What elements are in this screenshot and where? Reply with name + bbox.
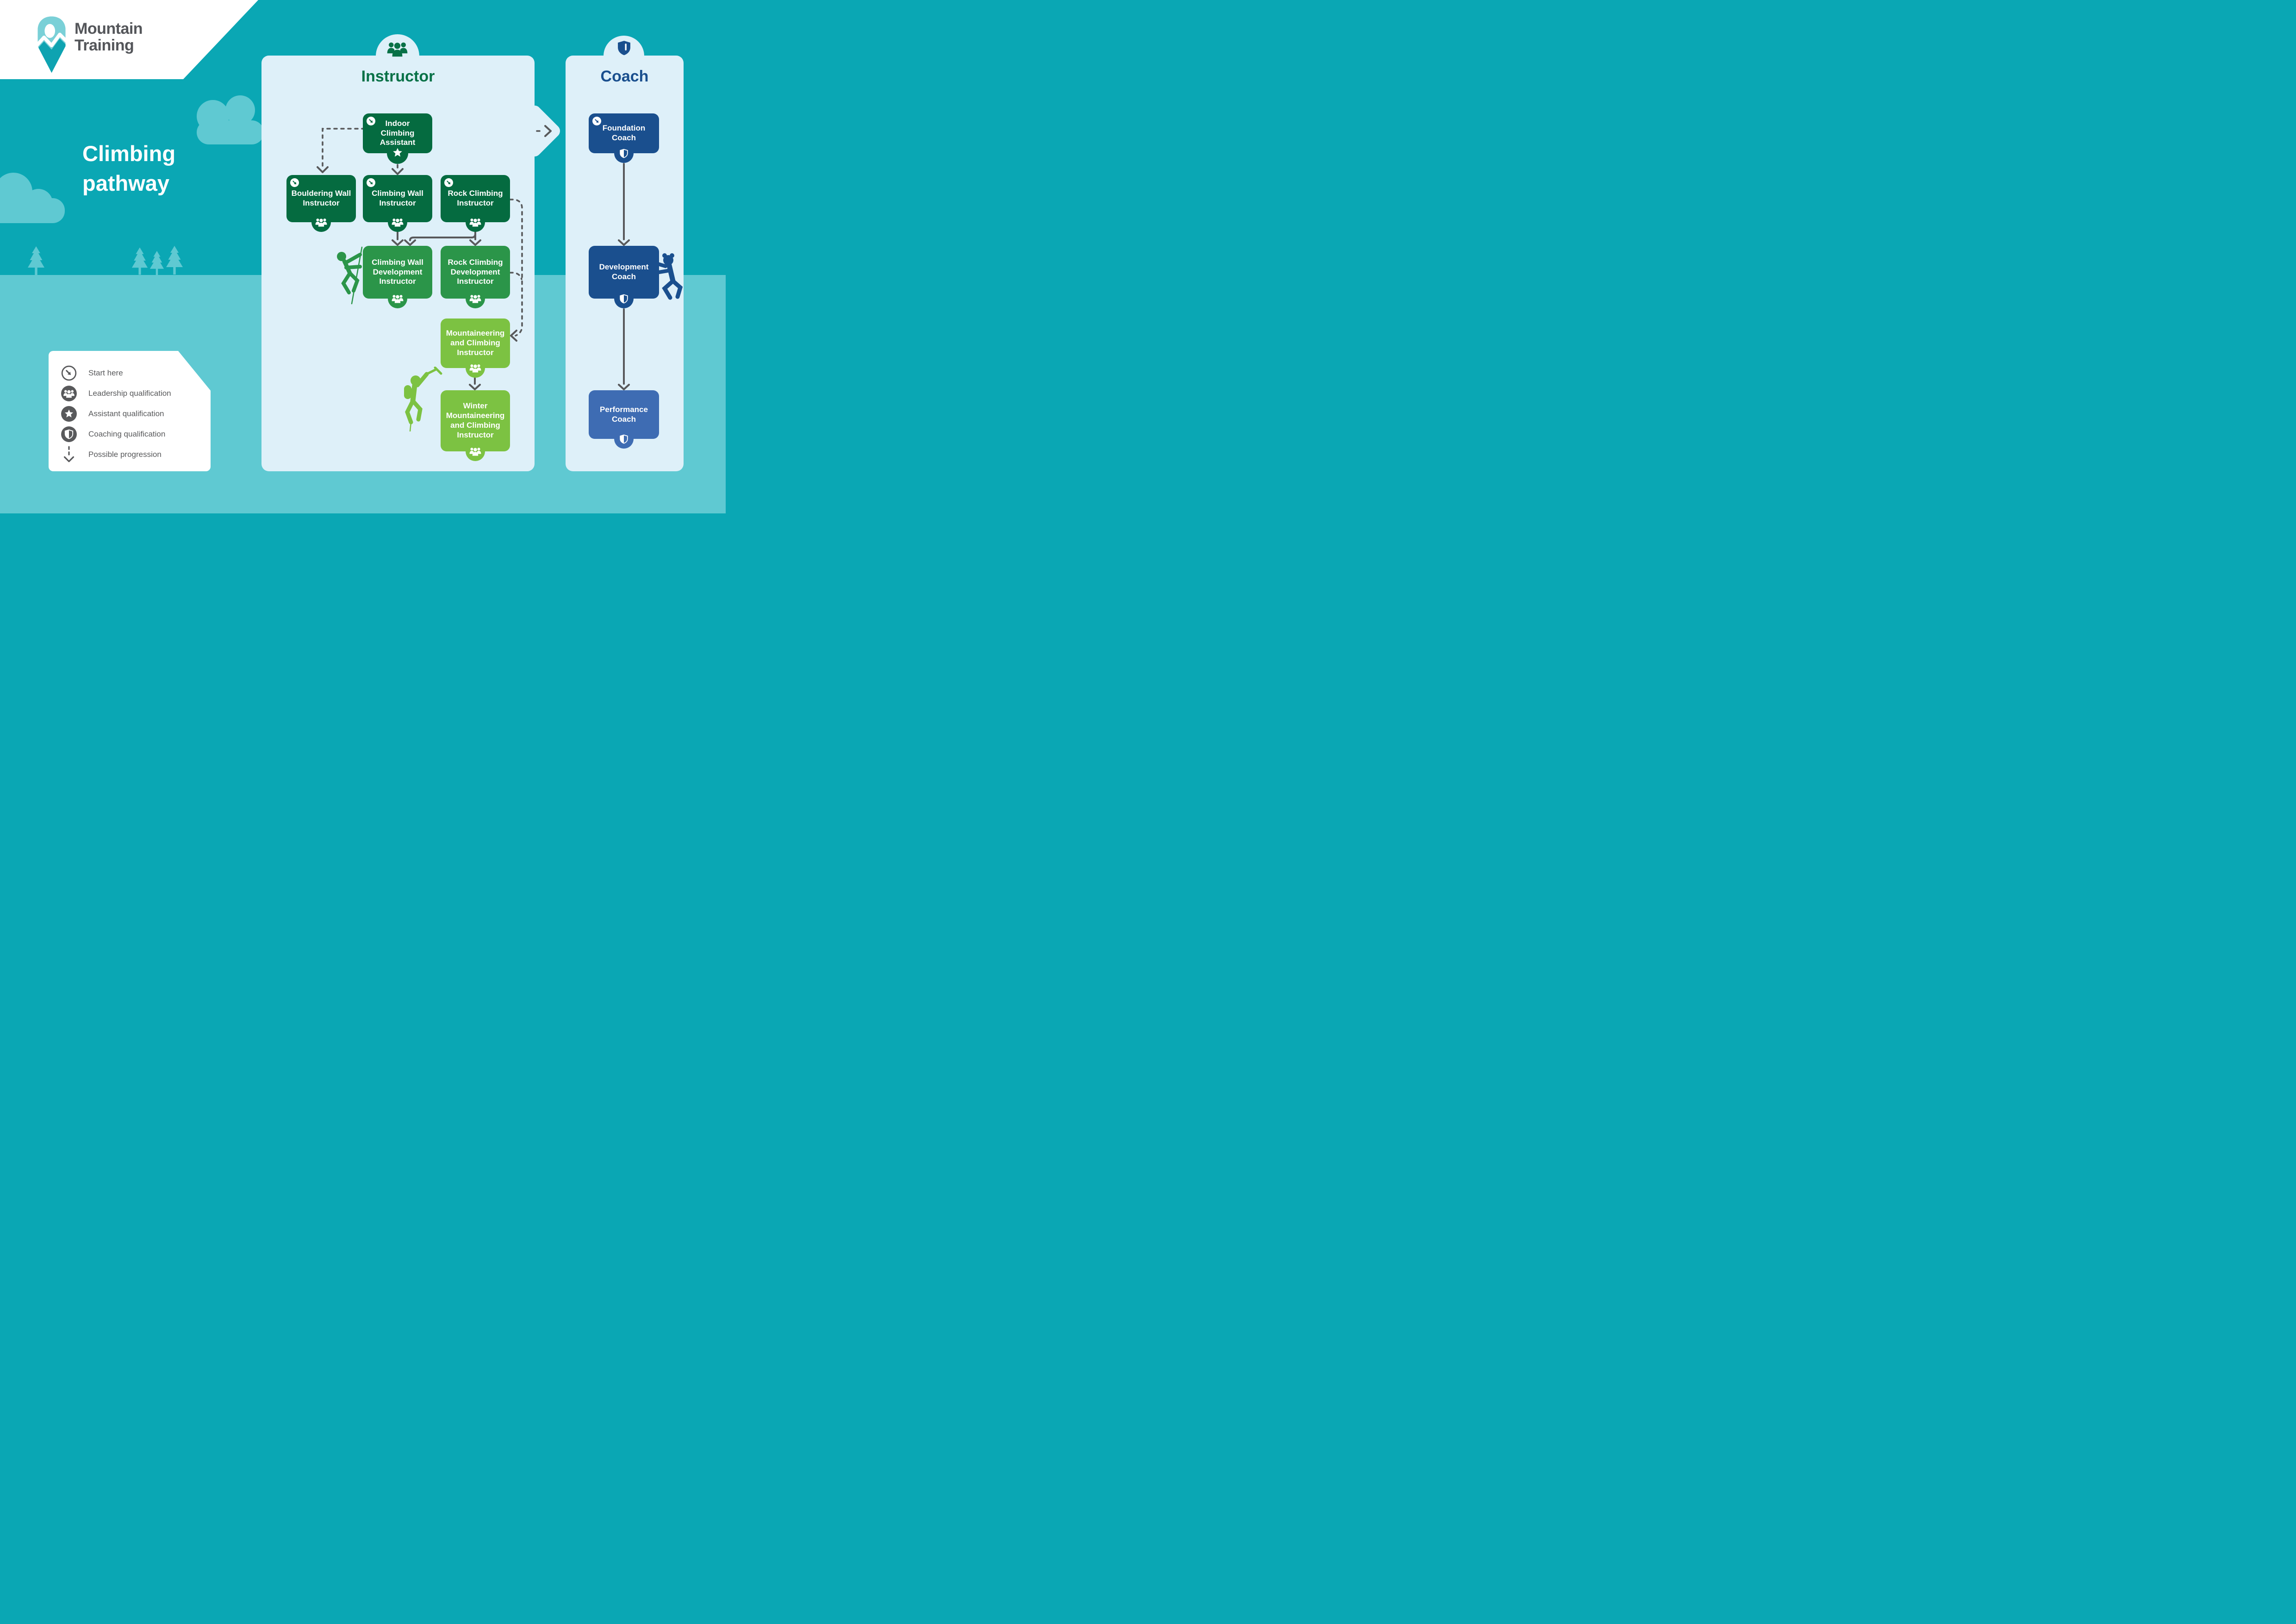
shield-icon <box>620 294 628 304</box>
start-here-badge <box>367 178 375 187</box>
people-icon <box>469 363 482 373</box>
box-label: Climbing Wall Instructor <box>372 189 423 207</box>
climber-figure-icon <box>337 246 363 305</box>
logo-line1: Mountain <box>75 20 143 37</box>
legend-label: Start here <box>88 369 123 377</box>
assistant-qualification-icon <box>61 406 77 422</box>
box-bouldering-wall-instructor: Bouldering Wall Instructor <box>286 175 356 232</box>
people-icon <box>469 218 482 227</box>
start-arrow-icon <box>292 180 298 186</box>
box-indoor-climbing-assistant: Indoor Climbing Assistant <box>363 113 432 164</box>
people-icon <box>469 294 482 303</box>
box-climbing-wall-development-instructor: Climbing Wall Development Instructor <box>363 246 432 308</box>
boulderer-figure-icon <box>654 253 683 300</box>
page-title: Climbing pathway <box>82 141 176 195</box>
start-here-badge <box>367 117 375 125</box>
cloud-icon <box>197 120 264 144</box>
coaching-qualification-icon <box>61 426 77 442</box>
box-label: Climbing Wall Development Instructor <box>372 257 423 286</box>
legend-label: Assistant qualification <box>88 409 164 418</box>
climbing-pathway-infographic: Mountain Training Climbing pathway Instr… <box>0 0 726 513</box>
people-icon <box>469 447 482 456</box>
cloud-icon <box>225 95 255 125</box>
pine-tree-icon <box>131 247 149 275</box>
instructor-panel-title: Instructor <box>361 68 435 85</box>
pine-tree-icon <box>165 245 184 275</box>
box-label: Performance Coach <box>600 405 648 424</box>
box-winter-mountaineering-and-climbing-instructor: Winter Mountaineering and Climbing Instr… <box>441 390 510 461</box>
box-label: Development Coach <box>599 262 649 281</box>
legend-label: Coaching qualification <box>88 430 166 438</box>
box-foundation-coach: Foundation Coach <box>589 113 659 163</box>
box-rock-climbing-instructor: Rock Climbing Instructor <box>441 175 510 232</box>
start-arrow-icon <box>446 180 452 186</box>
legend-item-coaching: Coaching qualification <box>61 425 165 443</box>
shield-icon <box>620 149 628 158</box>
logo-wordmark: Mountain Training <box>75 20 143 54</box>
box-mountaineering-and-climbing-instructor: Mountaineering and Climbing Instructor <box>441 319 510 378</box>
box-label: Bouldering Wall Instructor <box>291 189 351 207</box>
legend-label: Leadership qualification <box>88 389 171 398</box>
start-arrow-icon <box>368 180 374 186</box>
start-here-badge <box>290 178 299 187</box>
box-climbing-wall-instructor: Climbing Wall Instructor <box>363 175 432 232</box>
mountain-training-logo-icon <box>37 16 66 73</box>
start-here-badge <box>444 178 453 187</box>
box-label: Winter Mountaineering and Climbing Instr… <box>446 401 505 439</box>
box-label: Foundation Coach <box>602 124 646 142</box>
shield-icon <box>620 434 628 444</box>
cloud-icon <box>0 198 65 223</box>
pine-tree-icon <box>149 251 165 275</box>
box-label: Rock Climbing Development Instructor <box>448 257 503 286</box>
pine-tree-icon <box>27 246 45 275</box>
star-icon <box>392 148 403 158</box>
start-here-badge <box>592 117 601 125</box>
legend-item-assistant: Assistant qualification <box>61 405 164 423</box>
box-label: Rock Climbing Instructor <box>448 189 503 207</box>
people-icon <box>392 294 404 303</box>
box-development-coach: Development Coach <box>589 246 659 308</box>
start-arrow-icon <box>368 118 374 124</box>
coach-shield-icon <box>617 40 631 56</box>
possible-progression-icon <box>63 446 75 462</box>
box-performance-coach: Performance Coach <box>589 390 659 449</box>
legend-item-start-here: Start here <box>61 364 123 382</box>
box-label: Mountaineering and Climbing Instructor <box>446 329 505 357</box>
box-rock-climbing-development-instructor: Rock Climbing Development Instructor <box>441 246 510 308</box>
legend-item-progression: Possible progression <box>61 445 162 464</box>
leadership-qualification-icon <box>61 386 77 401</box>
instructor-people-icon <box>386 41 408 57</box>
logo-line2: Training <box>75 37 134 55</box>
legend-item-leadership: Leadership qualification <box>61 384 171 403</box>
mountaineer-figure-icon <box>404 367 442 431</box>
box-label: Indoor Climbing Assistant <box>380 119 416 147</box>
coach-panel-title: Coach <box>600 68 649 85</box>
people-icon <box>392 218 404 227</box>
start-here-icon <box>61 365 77 381</box>
people-icon <box>315 218 328 227</box>
start-arrow-icon <box>594 118 600 124</box>
legend: Start here Leadership qualification Assi… <box>49 351 211 471</box>
legend-label: Possible progression <box>88 450 162 459</box>
